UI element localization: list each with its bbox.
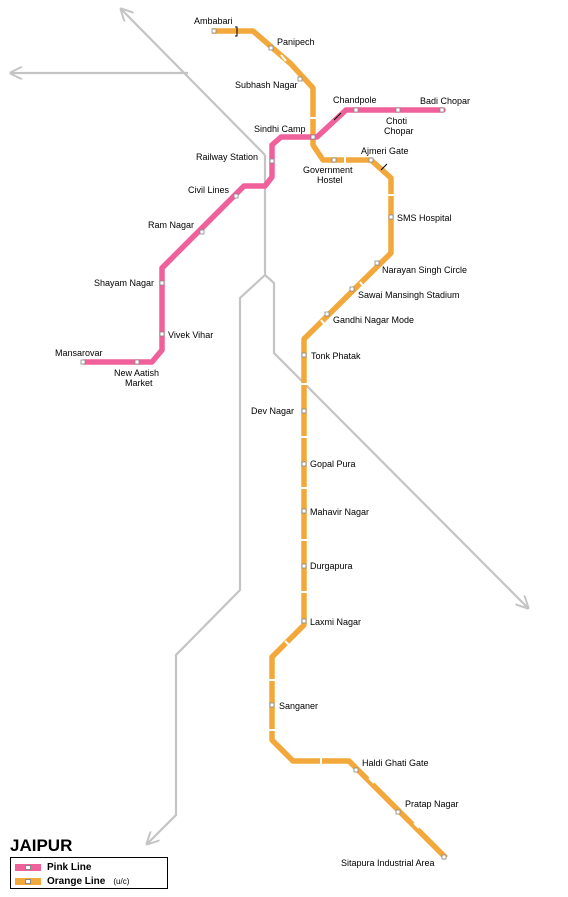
- legend-orange-label: Orange Line: [47, 875, 106, 887]
- label-tonk-phatak: Tonk Phatak: [311, 351, 361, 361]
- label-sawai-mansingh-stadium: Sawai Mansingh Stadium: [358, 290, 460, 300]
- terminal-marks: [235, 26, 388, 171]
- label-chandpole: Chandpole: [333, 95, 377, 105]
- label-gandhi-nagar-mode: Gandhi Nagar Mode: [333, 315, 414, 325]
- station-marker-vivek-vihar[interactable]: [159, 331, 165, 337]
- label-sitapura: Sitapura Industrial Area: [341, 858, 435, 868]
- station-marker-narayan-singh-circle[interactable]: [374, 260, 380, 266]
- station-marker-government-hostel[interactable]: [331, 157, 337, 163]
- legend: Pink Line Orange Line (u/c): [10, 857, 168, 889]
- station-marker-choti-chopar[interactable]: [395, 107, 401, 113]
- label-sms-hospital: SMS Hospital: [397, 213, 452, 223]
- station-marker-laxmi-nagar[interactable]: [301, 618, 307, 624]
- railway-line-southwest: [148, 274, 266, 843]
- label-pratap-nagar: Pratap Nagar: [405, 799, 459, 809]
- station-marker-sawai-mansingh-stadium[interactable]: [349, 286, 355, 292]
- pink-line: [81, 107, 446, 365]
- label-ambabari: Ambabari: [194, 16, 233, 26]
- label-new-aatish: New Aatish: [114, 368, 159, 378]
- label-dev-nagar: Dev Nagar: [251, 406, 294, 416]
- label-mansarovar: Mansarovar: [55, 348, 103, 358]
- legend-item-orange: Orange Line (u/c): [15, 874, 129, 888]
- station-marker-subhash-nagar[interactable]: [297, 76, 303, 82]
- label-civil-lines: Civil Lines: [188, 185, 230, 195]
- station-marker-shayam-nagar[interactable]: [159, 280, 165, 286]
- station-marker-ram-nagar[interactable]: [199, 229, 205, 235]
- legend-orange-note: (u/c): [113, 876, 130, 886]
- station-labels: Ambabari Panipech Subhash Nagar Chandpol…: [55, 16, 470, 868]
- legend-item-pink: Pink Line: [15, 860, 91, 874]
- label-ajmeri-gate: Ajmeri Gate: [361, 146, 409, 156]
- station-marker-gopal-pura[interactable]: [301, 461, 307, 467]
- label-haldi-ghati-gate: Haldi Ghati Gate: [362, 758, 429, 768]
- station-marker-sindhi-camp[interactable]: [310, 134, 316, 140]
- orange-line-gaps: [269, 54, 420, 829]
- station-marker-gandhi-nagar-mode[interactable]: [324, 311, 330, 317]
- stations: [80, 28, 447, 860]
- label-gopal-pura: Gopal Pura: [310, 459, 356, 469]
- railway-line-southeast: [263, 155, 527, 607]
- station-marker-ajmeri-gate[interactable]: [368, 157, 374, 163]
- railway-line-north: [122, 10, 266, 156]
- station-marker-tonk-phatak[interactable]: [301, 352, 307, 358]
- station-marker-haldi-ghati-gate[interactable]: [353, 767, 359, 773]
- label-sindhi-camp: Sindhi Camp: [254, 124, 306, 134]
- label-choti: Choti: [386, 116, 407, 126]
- map-title: JAIPUR: [10, 836, 73, 855]
- label-ram-nagar: Ram Nagar: [148, 220, 194, 230]
- label-sanganer: Sanganer: [279, 701, 318, 711]
- station-marker-chandpole[interactable]: [353, 107, 359, 113]
- label-market: Market: [125, 378, 153, 388]
- label-panipech: Panipech: [277, 37, 315, 47]
- orange-line-swatch: [15, 877, 41, 885]
- label-narayan-singh-circle: Narayan Singh Circle: [382, 265, 467, 275]
- station-marker-sms-hospital[interactable]: [388, 214, 394, 220]
- station-marker-sitapura[interactable]: [441, 854, 447, 860]
- station-marker-durgapura[interactable]: [301, 563, 307, 569]
- station-marker-civil-lines[interactable]: [233, 193, 239, 199]
- label-mahavir-nagar: Mahavir Nagar: [310, 507, 369, 517]
- label-vivek-vihar: Vivek Vihar: [168, 330, 213, 340]
- label-chopar: Chopar: [384, 126, 414, 136]
- label-durgapura: Durgapura: [310, 561, 353, 571]
- label-hostel: Hostel: [317, 175, 343, 185]
- station-marker-railway-station[interactable]: [269, 158, 275, 164]
- station-marker-panipech[interactable]: [268, 45, 274, 51]
- station-marker-mansarovar[interactable]: [80, 359, 86, 365]
- station-marker-ambabari[interactable]: [211, 28, 217, 34]
- label-badi-chopar: Badi Chopar: [420, 96, 470, 106]
- label-government: Government: [303, 165, 353, 175]
- label-railway-station: Railway Station: [196, 152, 258, 162]
- label-shayam-nagar: Shayam Nagar: [94, 278, 154, 288]
- station-marker-badi-chopar[interactable]: [439, 107, 445, 113]
- label-laxmi-nagar: Laxmi Nagar: [310, 617, 361, 627]
- pink-line-route: [81, 107, 446, 365]
- railway-lines: [12, 10, 527, 843]
- label-subhash-nagar: Subhash Nagar: [235, 80, 298, 90]
- station-marker-sanganer[interactable]: [269, 702, 275, 708]
- station-marker-pratap-nagar[interactable]: [395, 809, 401, 815]
- pink-line-swatch: [15, 863, 41, 871]
- legend-pink-label: Pink Line: [47, 861, 92, 873]
- station-marker-mahavir-nagar[interactable]: [301, 508, 307, 514]
- station-marker-new-aatish-market[interactable]: [134, 359, 140, 365]
- station-marker-dev-nagar[interactable]: [301, 408, 307, 414]
